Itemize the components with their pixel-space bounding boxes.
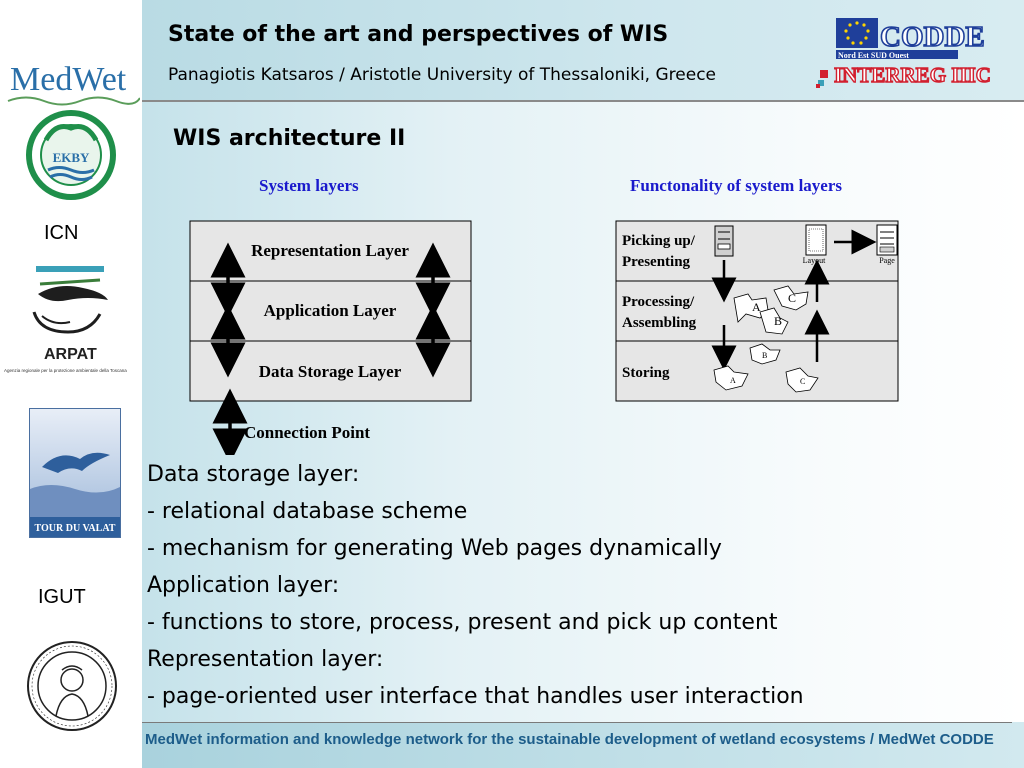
slide-title: State of the art and perspectives of WIS bbox=[168, 22, 669, 47]
piece-c-small-label: C bbox=[800, 377, 805, 386]
medwet-logo: MedWet bbox=[6, 56, 141, 108]
arpat-caption: Agenzia regionale per la protezione ambi… bbox=[4, 368, 127, 373]
igut-label: IGUT bbox=[38, 586, 86, 608]
content-pieces bbox=[713, 285, 819, 393]
bullet-item: - page-oriented user interface that hand… bbox=[147, 684, 804, 709]
logo-sidebar: MedWet EKBY ICN ARPAT Agenzia regionale … bbox=[0, 0, 142, 768]
row-picking-up-line2: Presenting bbox=[622, 254, 691, 270]
footer-text: MedWet information and knowledge network… bbox=[145, 731, 994, 748]
arpat-logo-text: ARPAT bbox=[44, 346, 97, 363]
row-storing: Storing bbox=[622, 365, 670, 381]
codde-logo-text: CODDE bbox=[880, 21, 985, 53]
bullet-item: - functions to store, process, present a… bbox=[147, 610, 778, 635]
piece-c-label: C bbox=[788, 291, 796, 305]
system-layers-diagram: Representation Layer Application Layer D… bbox=[189, 220, 472, 455]
interreg-logo-text: INTERREG IIIC bbox=[834, 63, 991, 87]
icn-label: ICN bbox=[44, 222, 79, 244]
codde-logo: CODDE Nord Est SUD Ouest bbox=[834, 16, 1010, 60]
layer-data-storage: Data Storage Layer bbox=[259, 362, 402, 381]
tour-du-valat-logo: TOUR DU VALAT bbox=[29, 408, 121, 538]
codde-tagline: Nord Est SUD Ouest bbox=[838, 51, 909, 60]
layout-icon bbox=[805, 224, 827, 256]
layer-application: Application Layer bbox=[264, 301, 397, 320]
row-picking-up-line1: Picking up/ bbox=[622, 233, 696, 249]
ekby-logo-text: EKBY bbox=[53, 150, 90, 165]
header-divider bbox=[142, 100, 1024, 102]
icn-logo bbox=[28, 262, 114, 338]
aristotle-university-seal bbox=[26, 640, 118, 732]
layer-arrows bbox=[210, 242, 451, 455]
slide-subtitle: Panagiotis Katsaros / Aristotle Universi… bbox=[168, 65, 717, 85]
piece-b-label: B bbox=[774, 314, 782, 328]
piece-a-small-label: A bbox=[730, 376, 736, 385]
piece-a-label: A bbox=[752, 300, 761, 314]
system-layers-title: System layers bbox=[259, 176, 359, 195]
arpat-logo: ARPAT Agenzia regionale per la protezion… bbox=[4, 346, 138, 380]
medwet-logo-text: MedWet bbox=[10, 61, 127, 98]
row-processing-line2: Assembling bbox=[622, 315, 697, 331]
bullet-item: Data storage layer: bbox=[147, 462, 360, 487]
bullet-list: Data storage layer: - relational databas… bbox=[147, 456, 804, 715]
bullet-item: Application layer: bbox=[147, 573, 340, 598]
functionality-title: Functonality of system layers bbox=[630, 176, 843, 195]
page-label: Page bbox=[879, 256, 895, 265]
footer-divider bbox=[142, 722, 1012, 723]
functionality-diagram: Picking up/ Presenting Processing/ Assem… bbox=[615, 220, 899, 402]
footer-band bbox=[142, 722, 1024, 768]
layout-label: Layout bbox=[803, 256, 826, 265]
bullet-item: - relational database scheme bbox=[147, 499, 468, 524]
bullet-item: - mechanism for generating Web pages dyn… bbox=[147, 536, 722, 561]
server-icon bbox=[714, 225, 734, 257]
slide-heading: WIS architecture II bbox=[173, 126, 406, 151]
tour-du-valat-text: TOUR DU VALAT bbox=[35, 523, 116, 534]
bullet-item: Representation layer: bbox=[147, 647, 384, 672]
interreg-logo: INTERREG IIIC bbox=[814, 60, 1014, 92]
ekby-logo: EKBY bbox=[26, 110, 116, 200]
row-processing-line1: Processing/ bbox=[622, 294, 695, 310]
layer-representation: Representation Layer bbox=[251, 241, 409, 260]
page-icon bbox=[876, 224, 898, 256]
connection-point-label: Connection Point bbox=[244, 423, 370, 442]
piece-b-small-label: B bbox=[762, 351, 767, 360]
